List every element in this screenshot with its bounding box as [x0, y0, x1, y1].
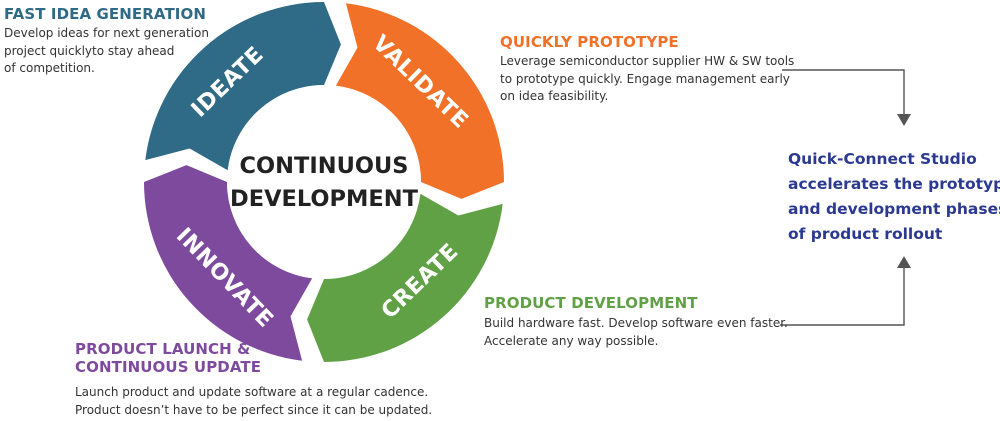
callout-line: accelerates the prototype [788, 175, 1000, 193]
center-title-line2: DEVELOPMENT [230, 186, 419, 212]
cycle-segment-ideate [145, 1, 341, 171]
arrow-down-icon [897, 114, 911, 126]
heading-product-launch: PRODUCT LAUNCH & CONTINUOUS UPDATE [75, 340, 261, 376]
quick-connect-callout: Quick-Connect Studio accelerates the pro… [788, 147, 1000, 247]
cycle-segment-innovate [144, 165, 313, 361]
center-title-line1: CONTINUOUS [240, 153, 409, 179]
cycle-center-circle [227, 85, 421, 279]
callout-line: of product rollout [788, 225, 943, 243]
heading-line: CONTINUOUS UPDATE [75, 358, 262, 376]
desc-fast-idea-generation: Develop ideas for next generation projec… [4, 25, 209, 78]
desc-line: Product doesn’t have to be perfect since… [75, 402, 433, 417]
arrow-up-icon [897, 256, 911, 268]
callout-line: and development phases [788, 200, 1000, 218]
cycle-segment-create [307, 193, 503, 362]
heading-fast-idea-generation: FAST IDEA GENERATION [4, 5, 206, 23]
heading-product-development: PRODUCT DEVELOPMENT [484, 294, 698, 312]
heading-line: PRODUCT LAUNCH & [75, 340, 251, 358]
desc-line: project quicklyto stay ahead [4, 43, 175, 58]
desc-line: Build hardware fast. Develop software ev… [484, 316, 788, 330]
desc-product-development: Build hardware fast. Develop software ev… [484, 315, 788, 350]
desc-product-launch: Launch product and update software at a … [75, 384, 432, 419]
desc-quickly-prototype: Leverage semiconductor supplier HW & SW … [500, 53, 794, 106]
desc-line: Leverage semiconductor supplier HW & SW … [500, 54, 795, 68]
connector-line-development [780, 268, 905, 326]
connector-line-prototype [782, 69, 905, 114]
desc-line: Accelerate any way possible. [484, 333, 659, 348]
desc-line: Develop ideas for next generation [4, 26, 209, 40]
desc-line: of competition. [4, 61, 95, 75]
desc-line: to prototype quickly. Engage management … [500, 71, 790, 86]
cycle-segment-validate [335, 3, 504, 199]
heading-quickly-prototype: QUICKLY PROTOTYPE [500, 33, 679, 51]
callout-line: Quick-Connect Studio [788, 150, 977, 168]
desc-line: on idea feasibility. [500, 89, 609, 103]
desc-line: Launch product and update software at a … [75, 385, 429, 399]
